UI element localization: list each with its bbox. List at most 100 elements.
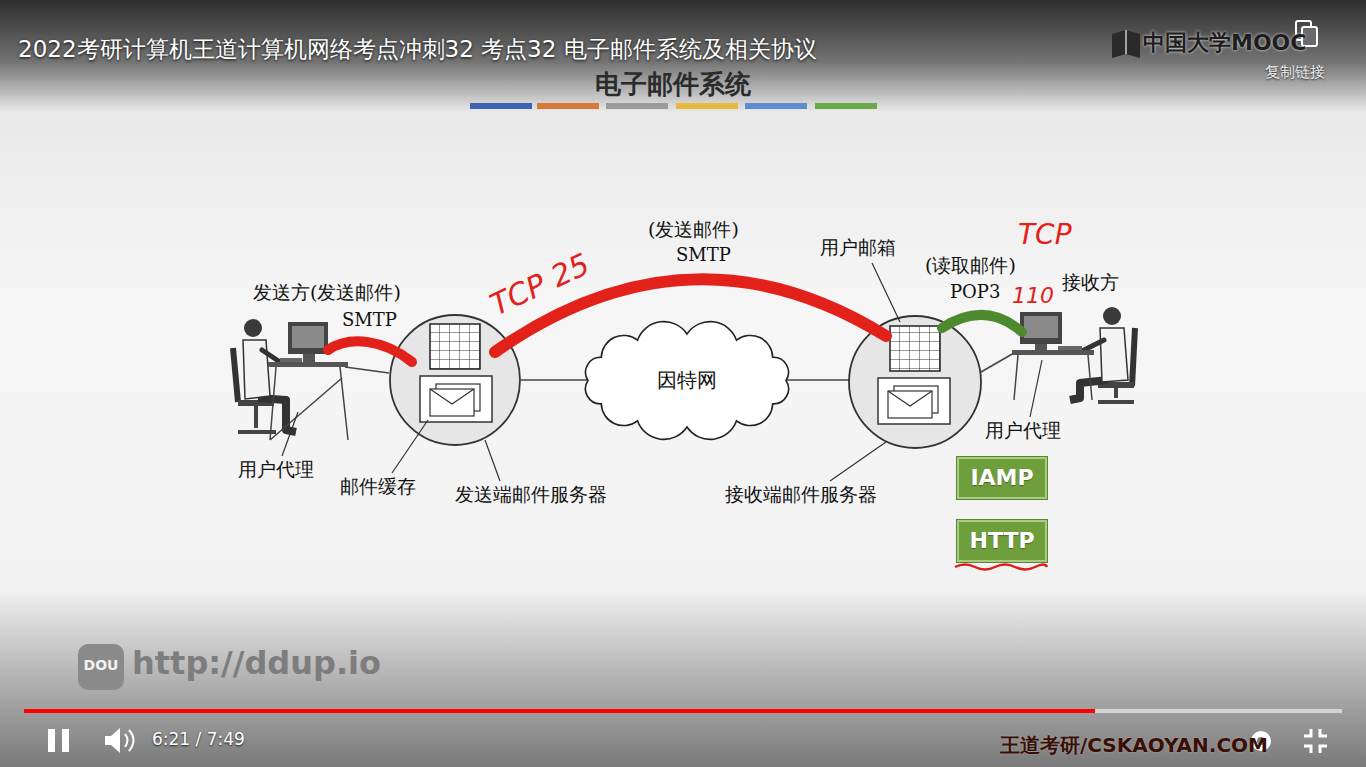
chair-back [1132,328,1135,386]
slide-heading: 电子邮件系统 [595,70,751,100]
envelope-flap [430,389,474,404]
action-label-holder: (发送邮件) [648,219,739,241]
part-label: 用户代理 [985,420,1061,442]
fullscreen-exit-icon [1304,729,1327,753]
watermark-icon-text-holder: DOU [78,657,124,673]
person-head [1103,307,1121,325]
protocol-name: SMTP [342,310,397,331]
part-label: 用户邮箱 [820,237,896,259]
bar-orange [537,103,599,109]
chair-base [1098,388,1134,402]
wire-right [981,353,1014,372]
watermark: http://ddup.io [132,645,381,682]
wire-left [345,367,389,373]
receiver-label-holder: 接收方 [1062,272,1119,294]
protocol-name: HTTP [969,528,1034,553]
time-display-holder: 6:21 / 7:49 [152,730,245,750]
keyboard [1058,346,1082,350]
publisher-mark-holder: 王道考研/CSKAOYAN.COM [1000,734,1268,757]
protocol-name: POP3 [950,282,1000,303]
person-legs [1070,380,1108,400]
slide-heading-holder: 电子邮件系统 [595,70,751,100]
chair-back [233,348,238,402]
action-label: (发送邮件) [648,219,739,241]
desk-top [1012,350,1094,355]
sender-label-holder: 发送方(发送邮件) [253,282,401,304]
part-label: 接收端邮件服务器 [725,484,877,506]
sender-label: 发送方(发送邮件) [253,282,401,304]
receiver-user-figure [1012,307,1135,402]
mail-cache-box [878,378,950,424]
bar-gray [606,103,668,109]
person-legs [258,398,296,432]
handwritten-note-holder: TCP [1018,219,1072,251]
monitor-screen [292,326,324,348]
monitor-screen [1024,316,1058,338]
sender-mail-server [390,315,520,445]
platform-logo-holder: 中国大学MOOC [1143,30,1306,55]
book-spine [1125,30,1127,54]
leader-receiver-server [830,442,886,481]
receiver-label: 接收方 [1062,272,1119,294]
part-label-holder: 接收端邮件服务器 [725,484,877,506]
protocol-name-holder: SMTP [676,245,731,266]
copy-link-holder: 复制链接 [1265,64,1325,81]
watermark-icon [78,644,124,690]
top-shade [0,0,1366,112]
part-label-holder: 邮件缓存 [340,476,416,498]
monitor [288,322,328,354]
server-circle [390,315,520,445]
part-label-holder: 用户代理 [238,459,314,481]
part-label-holder: 用户邮箱 [820,237,896,259]
bottom-shade [0,590,1366,767]
keyboard [280,358,302,362]
envelope-flap [888,391,932,406]
leader-sender-server [485,440,500,481]
bar-green [815,103,877,109]
volume-waves [125,730,134,751]
leader-mail-cache [392,420,428,473]
watermark-holder: http://ddup.io [132,645,381,682]
person-head [244,319,262,337]
server-circle [849,316,981,448]
internet-cloud: 因特网 [572,318,802,443]
progress-track [24,709,1342,713]
network-name: 因特网 [657,369,717,392]
wire-to-internet-left [521,379,587,381]
handwritten-note: 110 [1012,283,1054,308]
time-display: 6:21 / 7:49 [152,730,245,750]
protocol-name-holder: SMTP [342,310,397,331]
title-holder: 2022考研计算机王道计算机网络考点冲刺32 考点32 电子邮件系统及相关协议 [18,36,817,62]
part-label-holder: 发送端邮件服务器 [455,484,607,506]
protocol-name: IAMP [970,465,1033,490]
monitor-stand [1035,344,1047,350]
publisher-mark: 王道考研/CSKAOYAN.COM [1000,734,1268,757]
protocol-name-holder: POP3 [950,282,1000,303]
pop3-stroke [942,315,1022,332]
mooc-logo-icon [1112,30,1140,58]
protocol-name: SMTP [676,245,731,266]
copy-link: 复制链接 [1265,64,1325,81]
pause-bar [62,729,69,752]
part-label: 邮件缓存 [340,476,416,498]
protocol-box: IAMP [957,457,1047,499]
desk-top [268,362,348,367]
part-label: 用户代理 [238,459,314,481]
envelope [888,391,932,418]
envelope [430,389,474,416]
mail-cache-box [420,376,492,422]
handwritten-underline [955,565,1047,570]
handwritten-note-holder: 110 [1012,283,1054,308]
monitor-stand [303,354,315,362]
book-icon [1112,30,1140,58]
action-label-holder: (读取邮件) [925,255,1016,277]
sender-user-figure [233,319,348,440]
action-label: (读取邮件) [925,255,1016,277]
bar-yellow [676,103,738,109]
smtp-stroke-left [328,341,412,362]
leader-user-agent-left [282,412,298,456]
mailbox-grid [890,326,940,371]
wire-to-internet-right [787,379,849,381]
person-body [243,340,270,399]
